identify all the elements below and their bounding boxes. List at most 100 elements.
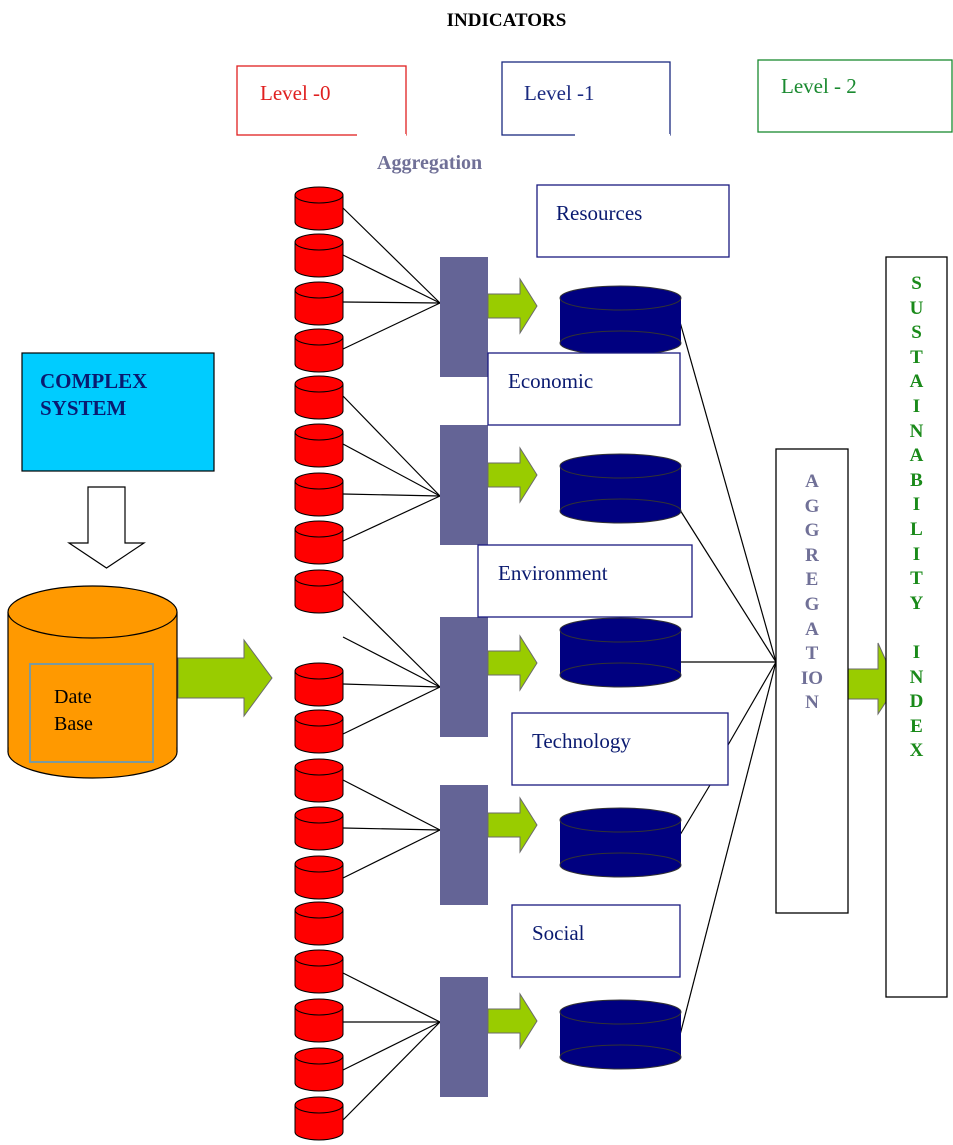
database-cylinder — [7, 585, 178, 779]
vertical-letter: E — [805, 569, 819, 591]
vertical-letter: IO — [800, 667, 824, 689]
vertical-letter: G — [804, 495, 820, 517]
indicator-cylinder — [294, 281, 344, 326]
indicator-cylinder — [294, 901, 344, 946]
vertical-letter: G — [804, 593, 820, 615]
indicator-cylinder — [294, 709, 344, 754]
indicator-cylinder — [294, 806, 344, 851]
category-cylinder — [559, 453, 682, 524]
category-label-economic: Economic — [508, 369, 594, 393]
complex-system-label: COMPLEX SYSTEM — [40, 369, 148, 420]
category-box-environment — [477, 544, 693, 618]
category-box-social — [511, 904, 681, 978]
vertical-letter: A — [909, 371, 924, 393]
category-box-resources — [536, 184, 730, 258]
aggregation-block — [440, 977, 488, 1097]
vertical-letter: U — [909, 297, 924, 319]
category-cylinder — [559, 999, 682, 1070]
vertical-letter: I — [912, 494, 921, 516]
indicator-cylinder — [294, 662, 344, 707]
category-label-boxes — [477, 184, 730, 978]
category-cylinder — [559, 285, 682, 356]
vertical-letter: T — [910, 346, 923, 368]
indicator-cylinder — [294, 233, 344, 278]
vertical-letter: A — [909, 445, 924, 467]
sustainability-index-box — [885, 256, 948, 998]
category-box-technology — [511, 712, 729, 786]
indicator-cylinder — [294, 949, 344, 994]
cylinder-to-block-connectors — [342, 207, 441, 1121]
category-box-economic — [487, 352, 681, 426]
arrow-right-icon — [487, 796, 538, 854]
arrow-right-icon — [487, 446, 538, 504]
indicator-cylinder — [294, 758, 344, 803]
complex-system-box — [21, 352, 215, 472]
level-1-indices — [559, 285, 682, 1070]
level-2-label: Level - 2 — [781, 74, 857, 98]
vertical-letter: I — [912, 543, 921, 565]
aggregation-blocks — [440, 257, 488, 1097]
indicator-cylinder — [294, 423, 344, 468]
level-0-indicators — [294, 186, 344, 1141]
level-1-label: Level -1 — [524, 81, 595, 105]
indicator-cylinder — [294, 375, 344, 420]
indicator-cylinder — [294, 472, 344, 517]
category-label-resources: Resources — [556, 201, 643, 225]
vertical-letter — [886, 616, 947, 641]
indicator-cylinder — [294, 328, 344, 373]
category-cylinder — [559, 617, 682, 688]
vertical-letter: R — [805, 544, 819, 566]
page-title: INDICATORS — [446, 10, 567, 31]
database-label: Date Base — [54, 686, 93, 735]
level-boxes — [236, 59, 953, 136]
aggregation-block — [440, 257, 488, 377]
vertical-letter: E — [910, 715, 923, 737]
category-to-aggregation-connectors — [679, 321, 777, 1036]
vertical-letter: D — [909, 691, 924, 713]
flow-arrows — [177, 277, 898, 1050]
arrow-right-icon — [487, 992, 538, 1050]
arrow-right-icon — [177, 638, 273, 718]
vertical-letter: S — [911, 273, 922, 294]
category-label-environment: Environment — [498, 561, 608, 585]
aggregation-box — [775, 448, 849, 914]
vertical-letter: T — [910, 568, 923, 590]
vertical-letter: L — [910, 518, 923, 540]
indicator-cylinder — [294, 520, 344, 565]
indicator-cylinder — [294, 1096, 344, 1141]
indicator-cylinder — [294, 1047, 344, 1092]
vertical-letter: N — [909, 666, 924, 688]
vertical-letter: I — [912, 641, 921, 663]
arrow-right-icon — [487, 277, 538, 335]
aggregation-block — [440, 617, 488, 737]
vertical-letter: X — [909, 740, 924, 762]
vertical-letter: I — [912, 395, 921, 417]
indicator-cylinder — [294, 186, 344, 231]
category-cylinder — [559, 807, 682, 878]
vertical-letter: B — [910, 469, 923, 491]
arrow-right-icon — [487, 634, 538, 692]
aggregation-caption: Aggregation — [377, 152, 483, 174]
category-label-technology: Technology — [532, 729, 631, 753]
vertical-letter: Y — [909, 592, 924, 614]
indicator-cylinder — [294, 998, 344, 1043]
vertical-letter: N — [805, 692, 819, 714]
vertical-letter: N — [909, 420, 924, 442]
arrow-down-icon — [67, 486, 146, 569]
vertical-letter: G — [804, 520, 820, 542]
vertical-letter: T — [805, 643, 819, 665]
aggregation-block — [440, 425, 488, 545]
level-0-box — [236, 65, 407, 136]
category-label-social: Social — [532, 921, 585, 945]
database-label-box — [29, 663, 154, 763]
vertical-letter: A — [805, 471, 819, 492]
vertical-letter: S — [911, 322, 922, 344]
level-2-box — [757, 59, 953, 133]
vertical-letter: A — [805, 618, 819, 640]
level-0-label: Level -0 — [260, 81, 331, 105]
indicator-cylinder — [294, 855, 344, 900]
indicator-cylinder — [294, 569, 344, 614]
